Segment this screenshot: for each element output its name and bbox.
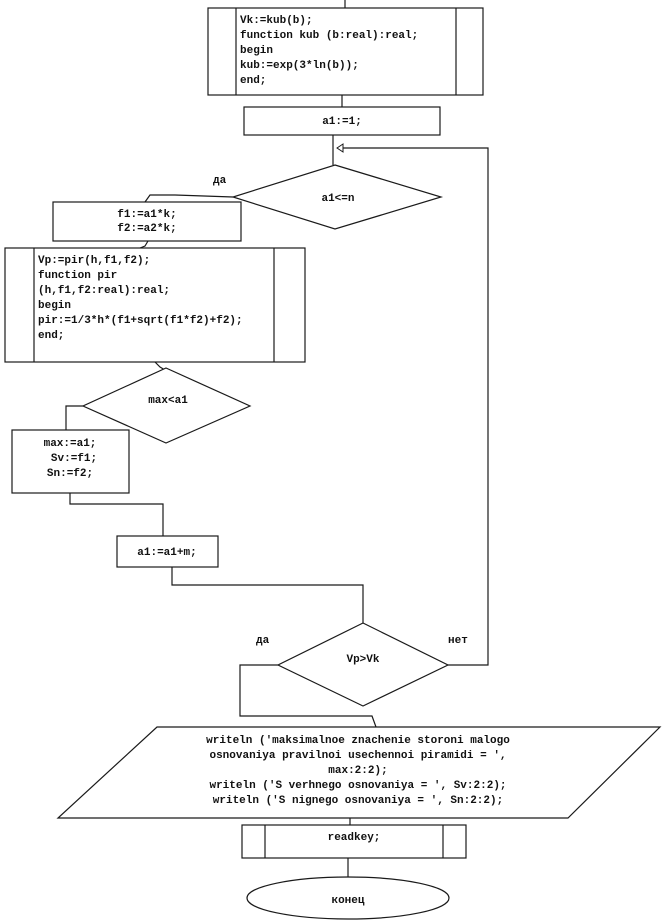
node-readkey: readkey;: [241, 824, 467, 859]
node-output: writeln ('maksimalnoe znachenie storoni …: [56, 726, 662, 819]
vk-line-1: Vk:=kub(b);: [240, 15, 313, 27]
connector-assign-to-inc: [69, 493, 164, 536]
vp-line-3: (h,f1,f2:real):real;: [38, 285, 170, 297]
connector-inc-to-vp: [171, 567, 364, 623]
vp-line-6: end;: [38, 330, 64, 342]
assign-max-line-1: max:=a1;: [44, 438, 97, 450]
calc-f-line-1: f1:=a1*k;: [117, 209, 176, 221]
max-condition-diamond: [81, 367, 252, 444]
node-calc-f: f1:=a1*k; f2:=a2*k;: [52, 201, 242, 242]
connector-calc-to-vp: [139, 240, 149, 249]
increment-text: a1:=a1+m;: [137, 547, 196, 559]
node-loop-condition: a1<=n да: [213, 164, 444, 230]
connector-loop-yes: [144, 194, 234, 203]
vp-condition-text: Vp>Vk: [346, 654, 379, 666]
node-increment: a1:=a1+m;: [116, 535, 219, 568]
vp-subroutine-box: [4, 247, 306, 363]
node-init-a1: a1:=1;: [243, 106, 441, 136]
node-vp-condition: Vp>Vk да нет: [256, 622, 468, 707]
node-end: конец: [246, 876, 450, 920]
end-terminator: [246, 876, 450, 920]
node-max-condition: max<a1: [81, 367, 252, 444]
vp-line-1: Vp:=pir(h,f1,f2);: [38, 255, 150, 267]
vk-subroutine-box: [207, 7, 484, 96]
init-a1-text: a1:=1;: [322, 116, 362, 128]
connector-vp-yes: [239, 664, 377, 728]
vp-condition-diamond: [276, 622, 450, 707]
assign-max-line-3: Sn:=f2;: [47, 468, 93, 480]
vp-line-4: begin: [38, 300, 71, 312]
output-parallelogram: [56, 726, 662, 819]
vp-line-5: pir:=1/3*h*(f1+sqrt(f1*f2)+f2);: [38, 315, 243, 327]
increment-box: [116, 535, 219, 568]
vk-line-4: kub:=exp(3*ln(b));: [240, 60, 359, 72]
max-condition-text: max<a1: [148, 395, 188, 407]
vk-line-2: function kub (b:real):real;: [240, 30, 418, 42]
readkey-text: readkey;: [328, 832, 381, 844]
connectors: [65, 0, 489, 877]
node-assign-max: max:=a1; Sv:=f1; Sn:=f2;: [11, 429, 130, 494]
loop-condition-diamond: [230, 164, 444, 230]
vk-line-5: end;: [240, 75, 266, 87]
init-a1-box: [243, 106, 441, 136]
connector-loop-back: [337, 147, 489, 666]
arrow-head-icon: [336, 143, 344, 153]
output-line-2: osnovaniya pravilnoi usechennoi piramidi…: [209, 750, 506, 762]
output-line-3: max:2:2);: [328, 765, 387, 777]
assign-max-line-2: Sv:=f1;: [51, 453, 97, 465]
vk-line-3: begin: [240, 45, 273, 57]
assign-max-box: [11, 429, 130, 494]
end-text: конец: [331, 895, 364, 907]
vp-yes-label: да: [256, 635, 270, 647]
node-vp-subroutine: Vp:=pir(h,f1,f2); function pir (h,f1,f2:…: [4, 247, 306, 363]
output-line-4: writeln ('S verhnego osnovaniya = ', Sv:…: [209, 780, 506, 792]
calc-f-line-2: f2:=a2*k;: [117, 223, 176, 235]
vp-no-label: нет: [448, 635, 468, 647]
output-line-1: writeln ('maksimalnoe znachenie storoni …: [206, 735, 510, 747]
loop-condition-text: a1<=n: [321, 193, 354, 205]
loop-yes-label: да: [213, 175, 227, 187]
output-line-5: writeln ('S nignego osnovaniya = ', Sn:2…: [213, 795, 503, 807]
readkey-box: [241, 824, 467, 859]
connector-max-yes: [65, 405, 83, 430]
node-vk-subroutine: Vk:=kub(b); function kub (b:real):real; …: [207, 7, 484, 96]
vp-line-2: function pir: [38, 270, 117, 282]
calc-f-box: [52, 201, 242, 242]
